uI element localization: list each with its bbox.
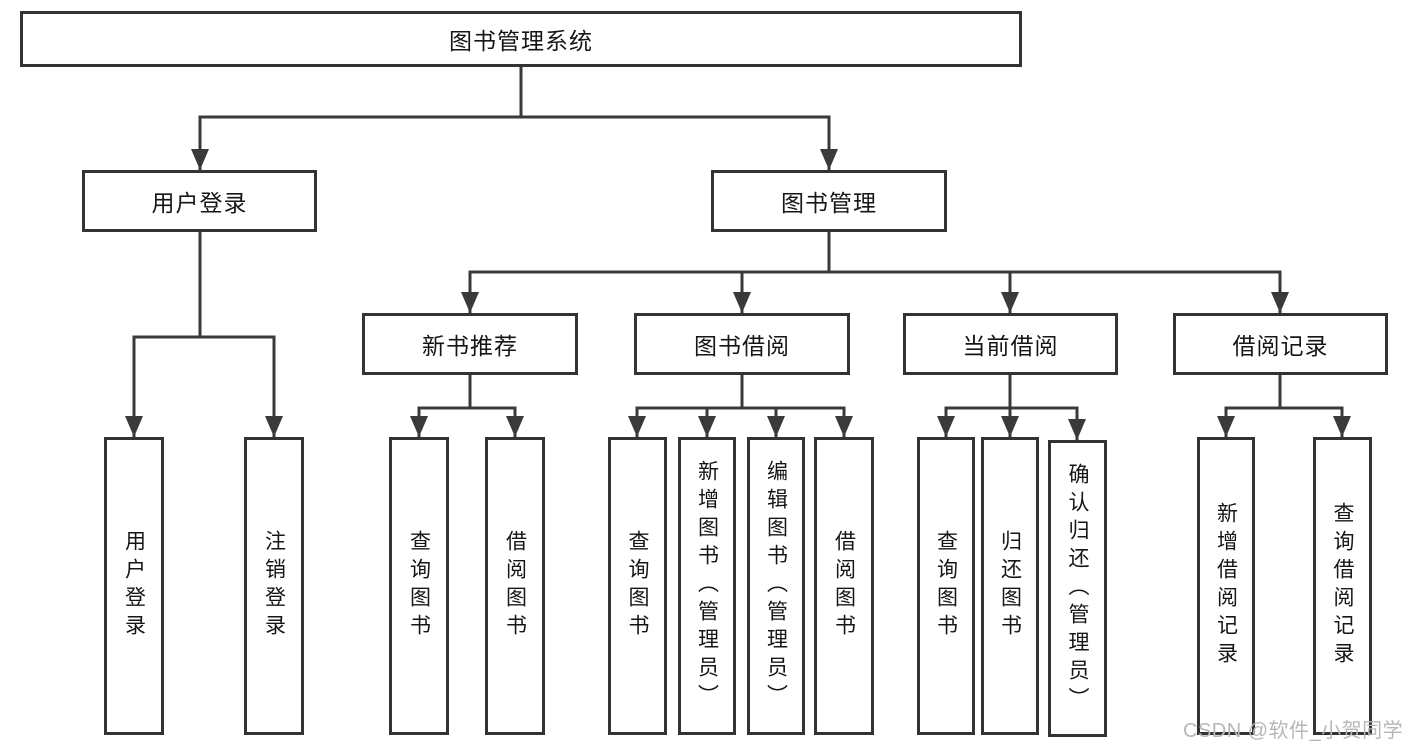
leaf-logout: 注销登录 [244, 437, 304, 735]
node-library-management-system: 图书管理系统 [20, 11, 1022, 67]
connector-root-bus [198, 65, 831, 119]
node-label: 图书管理 [781, 190, 877, 216]
leaf-borrow-books: 借阅图书 [485, 437, 545, 735]
node-label: 归还图书 [998, 530, 1022, 642]
leaf-borrow-books: 借阅图书 [814, 437, 874, 735]
leaf-query-books: 查询图书 [389, 437, 449, 735]
node-label: 图书管理系统 [449, 28, 593, 54]
connector-current-borrow-bus [944, 373, 1079, 410]
leaf-add-books-admin: 新增图书（管理员） [678, 437, 736, 735]
leaf-query-books: 查询图书 [917, 437, 975, 735]
node-label: 借阅图书 [503, 530, 527, 642]
node-new-book-recommendation: 新书推荐 [362, 313, 578, 375]
leaf-query-borrow-record: 查询借阅记录 [1313, 437, 1372, 735]
node-label: 查询图书 [626, 530, 649, 642]
leaf-add-borrow-record: 新增借阅记录 [1197, 437, 1255, 735]
connector-user-login-bus [132, 230, 276, 339]
leaf-query-books: 查询图书 [608, 437, 667, 735]
leaf-return-books: 归还图书 [981, 437, 1039, 735]
node-book-management: 图书管理 [711, 170, 947, 232]
node-label: 确认归还（管理员） [1066, 462, 1089, 715]
node-label: 借阅图书 [832, 530, 856, 642]
connector-book-mgmt-bus [468, 230, 1282, 274]
node-label: 新增借阅记录 [1214, 502, 1238, 670]
node-label: 图书借阅 [694, 333, 790, 359]
node-label: 查询借阅记录 [1331, 502, 1354, 670]
node-user-login: 用户登录 [82, 170, 317, 232]
node-label: 查询图书 [407, 530, 431, 642]
node-label: 编辑图书（管理员） [764, 460, 788, 712]
csdn-watermark: CSDN @软件_小贺同学 [1183, 720, 1404, 742]
node-label: 新增图书（管理员） [695, 460, 719, 712]
node-label: 注销登录 [262, 530, 286, 642]
node-label: 查询图书 [934, 530, 958, 642]
node-label: 借阅记录 [1232, 333, 1329, 359]
connector-book-borrow-bus [635, 373, 846, 410]
node-book-borrowing: 图书借阅 [634, 313, 850, 375]
connector-new-book-rec-bus [417, 373, 517, 410]
node-label: 用户登录 [122, 530, 146, 642]
node-label: 用户登录 [151, 190, 248, 216]
leaf-edit-books-admin: 编辑图书（管理员） [747, 437, 805, 735]
leaf-user-login: 用户登录 [104, 437, 164, 735]
leaf-confirm-return-admin: 确认归还（管理员） [1048, 440, 1107, 737]
node-label: 当前借阅 [962, 333, 1059, 359]
node-current-borrowing: 当前借阅 [903, 313, 1118, 375]
node-label: 新书推荐 [422, 333, 518, 359]
connector-borrow-records-bus [1224, 373, 1344, 410]
node-borrowing-records: 借阅记录 [1173, 313, 1388, 375]
